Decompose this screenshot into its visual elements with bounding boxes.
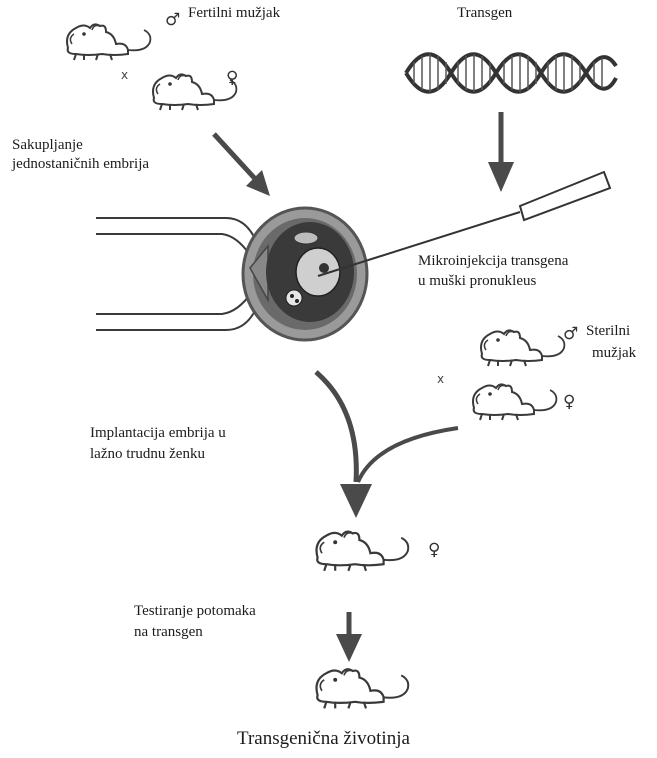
sterile-male-label-line2: mužjak bbox=[592, 344, 636, 363]
surrogate-female-symbol-icon: ♀ bbox=[428, 542, 440, 559]
collect-embryos-label-line2: jednostaničnih embrija bbox=[12, 155, 149, 174]
fertile-male-mouse-icon bbox=[67, 24, 150, 60]
testing-label-line1: Testiranje potomaka bbox=[134, 602, 256, 621]
transgene-label: Transgen bbox=[457, 4, 512, 23]
implantation-label-line1: Implantacija embrija u bbox=[90, 424, 226, 443]
transgenic-animal-caption: Transgenična životinja bbox=[237, 728, 410, 750]
arrow-transgene-down bbox=[488, 112, 514, 192]
cross-symbol-2: x bbox=[437, 372, 444, 386]
female-symbol-icon: ♀ bbox=[226, 70, 238, 87]
surrogate-mouse-icon bbox=[317, 532, 409, 571]
sterile-male-symbol-icon: ♂ bbox=[563, 326, 578, 343]
collect-embryos-label-line1: Sakupljanje bbox=[12, 136, 83, 155]
embryo-icon bbox=[243, 208, 367, 340]
female-recipient-mouse-icon bbox=[473, 384, 556, 420]
cross-symbol: x bbox=[121, 68, 128, 82]
implantation-label-line2: lažno trudnu ženku bbox=[90, 445, 205, 464]
arrow-collect-to-embryo bbox=[214, 134, 270, 196]
female-mouse-icon bbox=[153, 74, 236, 110]
arrow-implantation bbox=[316, 372, 458, 518]
sterile-male-mouse-icon bbox=[481, 330, 564, 366]
holding-pipette-icon bbox=[96, 218, 258, 330]
sterile-male-label-line1: Sterilni bbox=[586, 322, 630, 341]
dna-helix-icon bbox=[406, 54, 616, 92]
microinjection-label-line2: u muški pronukleus bbox=[418, 272, 536, 291]
testing-label-line2: na transgen bbox=[134, 623, 203, 642]
recipient-female-symbol-icon: ♀ bbox=[563, 394, 575, 411]
fertile-male-label: Fertilni mužjak bbox=[188, 4, 280, 23]
microinjection-label-line1: Mikroinjekcija transgena bbox=[418, 252, 568, 271]
transgenic-mouse-icon bbox=[317, 669, 409, 708]
arrow-testing-offspring bbox=[336, 612, 362, 662]
male-symbol-icon: ♂ bbox=[165, 12, 180, 29]
